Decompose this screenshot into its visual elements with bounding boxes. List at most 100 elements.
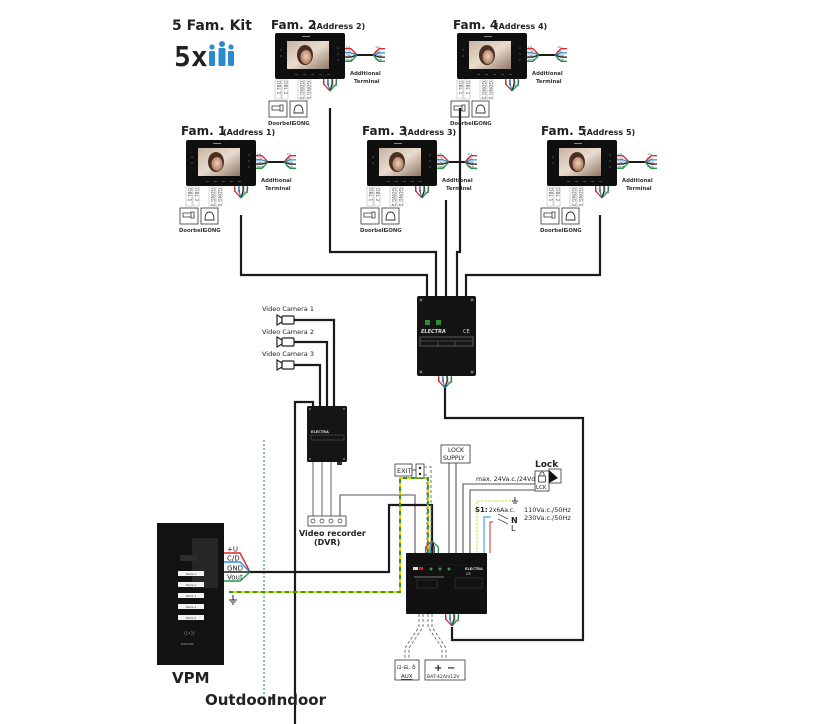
wire-camera-module-main xyxy=(293,400,315,724)
camera-icon xyxy=(276,313,295,327)
vpm-name-button[interactable] xyxy=(178,615,204,620)
doorbell-label: Doorbell xyxy=(360,228,385,234)
svg-text:GND: GND xyxy=(512,80,516,88)
controller-ce: CE xyxy=(466,572,472,576)
doorbell-label: Doorbell xyxy=(540,228,565,234)
s1-label: S1: xyxy=(475,506,488,514)
controller-brand: ELECTRA xyxy=(465,567,483,571)
family-address: (Address 1) xyxy=(223,128,275,137)
svg-text:+U: +U xyxy=(444,615,448,620)
distributor-ce: CE xyxy=(463,329,470,335)
vpm-name-button[interactable] xyxy=(178,604,204,609)
svg-text:Vout: Vout xyxy=(557,58,565,62)
svg-text:Vout: Vout xyxy=(286,165,294,169)
svg-text:+U: +U xyxy=(346,45,351,49)
svg-text:Vout: Vout xyxy=(346,58,354,62)
doorbell-label: Doorbell xyxy=(179,228,204,234)
wire-distributor-to-controller xyxy=(443,396,585,642)
vpm-wire-label: C/D xyxy=(227,555,240,563)
svg-text:C/D: C/D xyxy=(448,615,452,621)
wire-fam5 xyxy=(464,215,602,298)
svg-text:C/D: C/D xyxy=(508,80,512,86)
svg-text:Vout: Vout xyxy=(246,187,250,195)
doorbell-icon xyxy=(268,100,288,118)
bell-icon xyxy=(381,207,400,225)
svg-text:C/D: C/D xyxy=(438,156,444,160)
rfid-icon: ((•)) xyxy=(184,631,195,637)
svg-text:Vout: Vout xyxy=(528,58,536,62)
family-address: (Address 3) xyxy=(404,128,456,137)
svg-text:Vout: Vout xyxy=(618,165,626,169)
terminal-label: Terminal xyxy=(446,186,472,192)
family-monitor-2: Fam. 2(Address 2)+UC/DGNDVout+UC/DGNDVou… xyxy=(268,18,385,127)
svg-text:GONG 2: GONG 2 xyxy=(209,188,215,206)
doorbell-icon xyxy=(179,207,199,225)
svg-text:GND: GND xyxy=(467,161,475,165)
lock-supply-box: LOCK SUPPLY xyxy=(440,444,471,464)
svg-text:GONG 2: GONG 2 xyxy=(570,188,576,206)
dvr: Video recorder (DVR) xyxy=(299,462,416,555)
camera-3-label: Video Camera 3 xyxy=(262,350,314,358)
family-title: Fam. 3 xyxy=(362,124,407,138)
svg-text:+U: +U xyxy=(467,152,472,156)
vpm-panel xyxy=(157,523,224,665)
svg-text:+U: +U xyxy=(438,152,443,156)
additional-label: Additional xyxy=(261,178,292,184)
svg-text:GONG 1: GONG 1 xyxy=(216,188,222,206)
svg-text:C/D: C/D xyxy=(257,156,263,160)
bell-icon xyxy=(289,100,308,118)
svg-text:C/D: C/D xyxy=(557,49,563,53)
gong-label: GONG xyxy=(474,121,492,127)
bell-icon xyxy=(471,100,490,118)
svg-text:DBL 1: DBL 1 xyxy=(547,188,553,201)
battery-box: + − BAT-42Ah/12V xyxy=(424,659,466,681)
svg-text:C/D: C/D xyxy=(346,49,352,53)
svg-text:+U: +U xyxy=(557,45,562,49)
cameras: Video Camera 1 Video Camera 2 Video Came… xyxy=(262,305,336,407)
svg-text:SUPPLY: SUPPLY xyxy=(443,455,465,462)
camera-module-brand: ELECTRA xyxy=(311,430,329,434)
vpm-name-button[interactable] xyxy=(178,593,204,598)
svg-text:DBL 2: DBL 2 xyxy=(554,188,560,201)
svg-text:GONG 2: GONG 2 xyxy=(298,81,304,99)
doorbell-label: Doorbell xyxy=(268,121,293,127)
family-address: (Address 5) xyxy=(583,128,635,137)
svg-text:+U: +U xyxy=(647,152,652,156)
aux-label: AUX xyxy=(401,674,413,680)
controller-unit: ELECTRA CE xyxy=(406,553,487,614)
svg-text:Vout: Vout xyxy=(647,165,655,169)
camera-2-label: Video Camera 2 xyxy=(262,328,314,336)
svg-text:Vout: Vout xyxy=(607,187,611,195)
bell-icon xyxy=(200,207,219,225)
battery-label: BAT-42Ah/12V xyxy=(427,674,460,680)
vpm-name-label: Name 1 xyxy=(186,572,196,576)
terminal-label: Terminal xyxy=(265,186,291,192)
kit-title: 5 Fam. Kit xyxy=(172,18,252,34)
svg-text:GND: GND xyxy=(257,161,265,165)
svg-text:GND: GND xyxy=(557,54,565,58)
svg-text:+U: +U xyxy=(618,152,623,156)
aux-box: ⊡-⊟, ♁ AUX xyxy=(394,659,420,681)
vpm-name-button[interactable] xyxy=(178,571,204,576)
lock-title: Lock xyxy=(535,460,559,470)
lock: Lock LCK xyxy=(534,460,562,492)
mains-input: S1: 2x6Aa.c. 110Va.c./50Hz 230Va.c./50Hz… xyxy=(475,497,571,553)
svg-text:GND: GND xyxy=(618,161,626,165)
controller-input-terminal xyxy=(425,540,439,553)
svg-text:C/D: C/D xyxy=(598,187,602,193)
svg-text:DBL 1: DBL 1 xyxy=(367,188,373,201)
vpm-name-button[interactable] xyxy=(178,582,204,587)
family-icon xyxy=(209,41,234,66)
padlock-icon xyxy=(538,471,546,483)
svg-text:GND: GND xyxy=(330,80,334,88)
svg-text:GND: GND xyxy=(375,54,383,58)
svg-text:GND: GND xyxy=(528,54,536,58)
svg-text:GONG 1: GONG 1 xyxy=(397,188,403,206)
